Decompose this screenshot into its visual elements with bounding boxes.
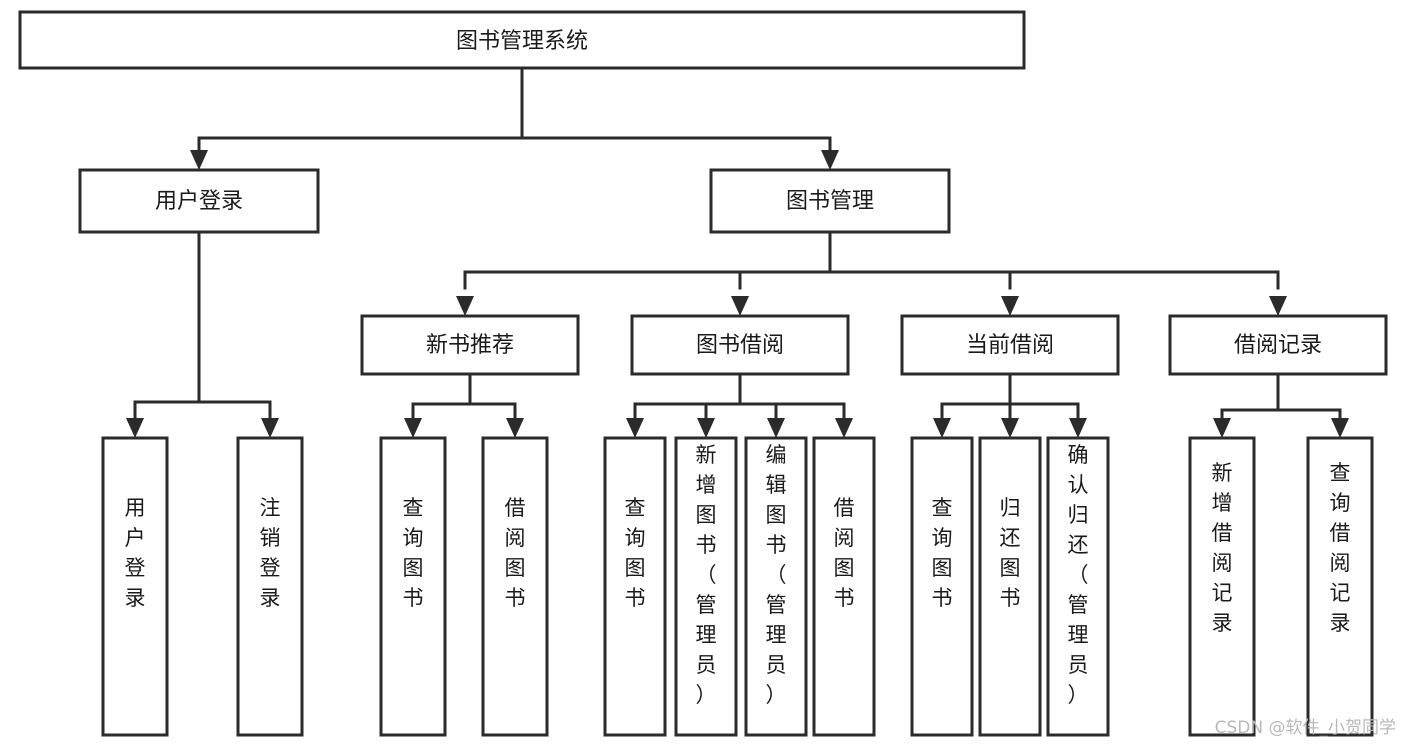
leaf-query-book-1-label: 查询图书 [403, 496, 424, 610]
node-user-login-label: 用户登录 [155, 189, 243, 214]
leaf-user-logout-box[interactable] [236, 436, 304, 737]
leaf-return-book[interactable]: 归还图书 [978, 436, 1042, 737]
arrow-to-leaf-add-book [697, 418, 715, 438]
leaf-add-book-label: 新增图书（管理员） [696, 443, 717, 707]
node-current-borrow[interactable]: 当前借阅 [900, 314, 1120, 376]
leaf-query-book-3-box[interactable] [910, 436, 974, 737]
leaf-query-book-2-label: 查询图书 [625, 496, 646, 610]
leaf-user-logout-label: 注销登录 [260, 496, 281, 610]
leaf-add-book[interactable]: 新增图书（管理员） [674, 436, 738, 737]
leaf-add-book-box[interactable] [674, 436, 738, 737]
leaf-query-book-1-box[interactable] [379, 436, 447, 737]
leaf-query-book-1[interactable]: 查询图书 [379, 436, 447, 737]
leaf-query-book-2[interactable]: 查询图书 [603, 436, 667, 737]
arrow-to-leaf-user-logout [261, 418, 279, 438]
node-book-borrow-box[interactable] [630, 314, 850, 376]
arrow-to-leaf-query-book-1 [404, 418, 422, 438]
arrow-to-book-manage [821, 150, 839, 170]
arrow-to-leaf-confirm-return [1069, 418, 1087, 438]
leaf-user-login[interactable]: 用户登录 [101, 436, 169, 737]
arrow-to-leaf-query-book-3 [933, 418, 951, 438]
leaf-borrow-book-1-box[interactable] [481, 436, 549, 737]
arrow-to-leaf-borrow-book-1 [506, 418, 524, 438]
connector-layer [126, 66, 1349, 438]
node-root[interactable]: 图书管理系统 [18, 10, 1026, 70]
leaf-borrow-book-1[interactable]: 借阅图书 [481, 436, 549, 737]
node-book-borrow[interactable]: 图书借阅 [630, 314, 850, 376]
leaf-query-book-3[interactable]: 查询图书 [910, 436, 974, 737]
node-new-book-recommend-box[interactable] [360, 314, 580, 376]
leaf-query-record[interactable]: 查询借阅记录 [1306, 436, 1374, 737]
node-book-manage[interactable]: 图书管理 [709, 168, 951, 234]
arrow-to-leaf-return-book [1001, 418, 1019, 438]
leaf-user-login-label: 用户登录 [125, 496, 146, 610]
arrow-to-leaf-edit-book [767, 418, 785, 438]
leaf-edit-book[interactable]: 编辑图书（管理员） [744, 436, 808, 737]
node-user-login[interactable]: 用户登录 [78, 168, 320, 234]
leaf-user-logout[interactable]: 注销登录 [236, 436, 304, 737]
leaf-borrow-book-2-label: 借阅图书 [834, 496, 855, 610]
arrow-to-new-book-recommend [456, 296, 474, 316]
leaf-user-login-box[interactable] [101, 436, 169, 737]
node-borrow-record[interactable]: 借阅记录 [1168, 314, 1388, 376]
leaf-return-book-label: 归还图书 [1000, 496, 1021, 610]
leaf-borrow-book-1-label: 借阅图书 [505, 496, 526, 610]
leaf-borrow-book-2[interactable]: 借阅图书 [812, 436, 876, 737]
arrow-to-leaf-add-record [1213, 418, 1231, 438]
node-borrow-record-box[interactable] [1168, 314, 1388, 376]
node-book-borrow-label: 图书借阅 [696, 333, 784, 358]
node-current-borrow-box[interactable] [900, 314, 1120, 376]
node-new-book-recommend-label: 新书推荐 [426, 333, 514, 358]
arrow-to-leaf-query-book-2 [626, 418, 644, 438]
node-book-manage-label: 图书管理 [786, 189, 874, 214]
arrow-to-book-borrow [731, 296, 749, 316]
arrow-to-leaf-user-login [126, 418, 144, 438]
node-root-label: 图书管理系统 [456, 29, 588, 54]
leaf-add-record[interactable]: 新增借阅记录 [1188, 436, 1256, 737]
node-borrow-record-label: 借阅记录 [1234, 333, 1322, 358]
arrow-to-leaf-query-record [1331, 418, 1349, 438]
leaf-confirm-return-label: 确认归还（管理员） [1068, 443, 1089, 707]
arrow-to-borrow-record [1269, 296, 1287, 316]
node-book-manage-box[interactable] [709, 168, 951, 234]
arrow-to-leaf-borrow-book-2 [835, 418, 853, 438]
leaf-add-record-label: 新增借阅记录 [1212, 461, 1233, 635]
leaf-query-record-box[interactable] [1306, 436, 1374, 737]
leaf-query-book-2-box[interactable] [603, 436, 667, 737]
node-user-login-box[interactable] [78, 168, 320, 234]
leaf-borrow-book-2-box[interactable] [812, 436, 876, 737]
leaf-query-record-label: 查询借阅记录 [1330, 461, 1351, 635]
leaf-confirm-return[interactable]: 确认归还（管理员） [1046, 436, 1110, 737]
node-root-box[interactable] [18, 10, 1026, 70]
watermark-label: CSDN @软件_小贺同学 [1215, 718, 1396, 738]
leaf-edit-book-box[interactable] [744, 436, 808, 737]
leaf-return-book-box[interactable] [978, 436, 1042, 737]
node-current-borrow-label: 当前借阅 [966, 333, 1054, 358]
leaf-add-record-box[interactable] [1188, 436, 1256, 737]
node-new-book-recommend[interactable]: 新书推荐 [360, 314, 580, 376]
leaf-confirm-return-box[interactable] [1046, 436, 1110, 737]
arrow-to-user-login [190, 150, 208, 170]
leaf-edit-book-label: 编辑图书（管理员） [766, 443, 787, 707]
leaf-query-book-3-label: 查询图书 [932, 496, 953, 610]
arrow-to-current-borrow [1001, 296, 1019, 316]
